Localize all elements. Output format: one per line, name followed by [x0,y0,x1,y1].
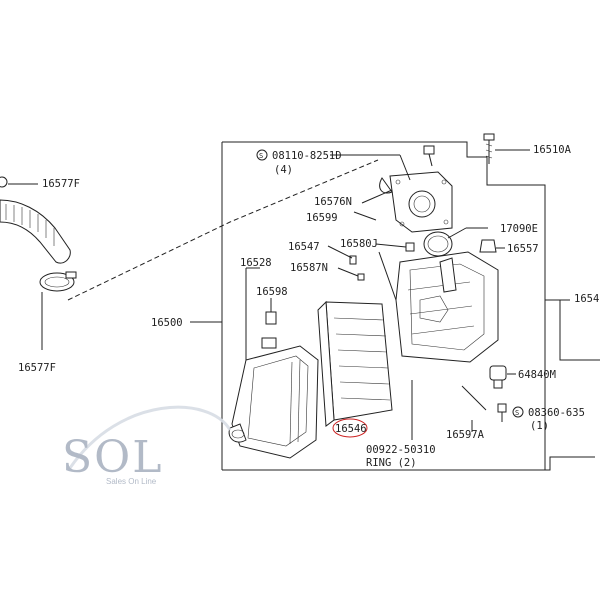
hose-clamp-top [0,176,8,188]
label-16500: 16500 [151,317,183,329]
screw-16599 [353,211,377,221]
logo-letters: SOL [62,432,163,483]
svg-text:S: S [259,152,263,160]
label-08360: 08360-635 [528,407,585,419]
part-16547 [357,273,365,281]
assembly-frame [222,141,595,471]
part-16580J [405,242,415,252]
screw-08360 [497,403,507,422]
sol-logo: SOL Sales On Line [62,405,232,486]
label-16557: 16557 [507,243,539,255]
sub-frame [545,299,600,361]
intake-hose [0,199,71,264]
label-08110: 08110-8251D [272,150,342,162]
s-mark-08110 [256,149,268,161]
label-17090E: 17090E [500,223,538,235]
label-16587N: 16587N [290,262,328,274]
s-mark-08360 [512,406,524,418]
logo-tagline: Sales On Line [106,477,157,486]
svg-text:S: S [515,409,519,417]
label-16577F-bottom: 16577F [18,362,56,374]
air-cleaner-lower [228,337,319,459]
label-16597A: 16597A [446,429,485,441]
label-64840M: 64840M [518,369,556,381]
label-00922: 00922-50310 [366,444,436,456]
flow-sensor [379,171,453,233]
air-cleaner-upper [395,251,499,363]
label-16547: 16547 [288,241,320,253]
connection-dashed [67,159,379,301]
label-ring: RING (2) [366,457,417,469]
label-16576N: 16576N [314,196,352,208]
label-16598: 16598 [256,286,288,298]
label-16577F-top: 16577F [42,178,80,190]
label-16528: 16528 [240,257,272,269]
highlight-16546 [332,418,368,438]
label-16599: 16599 [306,212,338,224]
hose-clamp-bottom [39,271,77,292]
label-16580J: 16580J [340,238,378,250]
screw-08110 [423,145,435,155]
mount-64840M [489,365,507,389]
label-08360-qty: (1) [530,420,549,432]
filter-element [317,300,393,427]
part-16587N [349,255,357,265]
label-1654: 1654 [574,293,599,305]
bolt-16510A [483,133,495,164]
grommet-16557 [479,239,497,253]
bolt-16597A [461,385,487,411]
label-16546: 16546 [335,423,367,435]
clip-16598 [265,311,277,325]
label-16510A: 16510A [533,144,572,156]
label-08110-qty: (4) [274,164,293,176]
